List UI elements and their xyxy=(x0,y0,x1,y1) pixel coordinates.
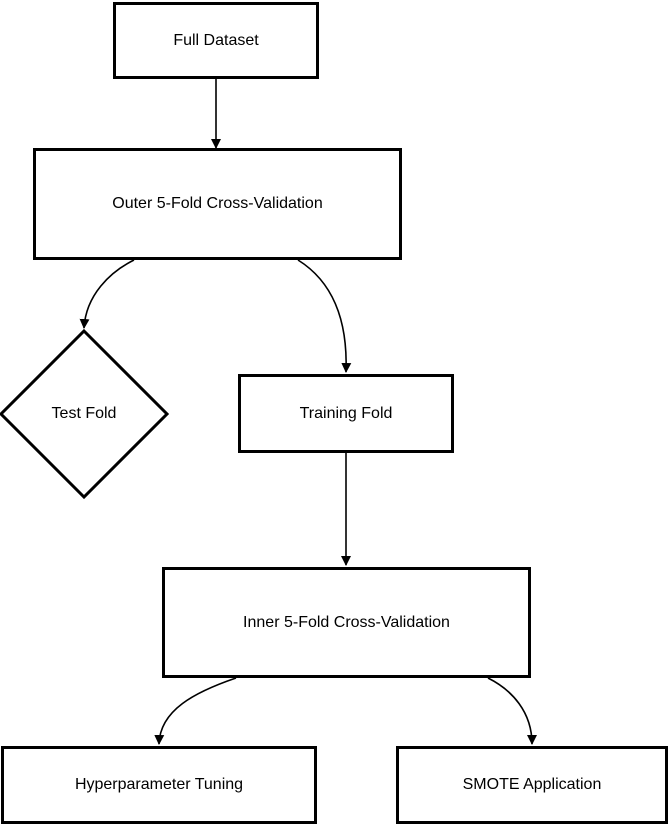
node-full-dataset: Full Dataset xyxy=(113,2,319,79)
edge-inner-cv-to-hyperparameter-tuning xyxy=(154,677,237,745)
node-outer-cv: Outer 5-Fold Cross-Validation xyxy=(33,148,402,260)
node-training-fold: Training Fold xyxy=(238,374,454,453)
edge-outer-cv-to-training-fold xyxy=(297,259,352,373)
node-inner-cv: Inner 5-Fold Cross-Validation xyxy=(162,567,531,678)
test-fold-diamond-shape xyxy=(0,328,170,500)
node-training-fold-label: Training Fold xyxy=(299,404,393,422)
node-inner-cv-label: Inner 5-Fold Cross-Validation xyxy=(243,613,450,631)
node-outer-cv-label: Outer 5-Fold Cross-Validation xyxy=(112,195,323,212)
node-hyperparameter-tuning: Hyperparameter Tuning xyxy=(1,746,317,824)
node-smote-application-label: SMOTE Application xyxy=(462,776,602,793)
node-full-dataset-label: Full Dataset xyxy=(173,31,259,49)
node-hyperparameter-tuning-label: Hyperparameter Tuning xyxy=(74,776,244,793)
edge-outer-cv-to-test-fold xyxy=(79,259,135,329)
edge-inner-cv-to-smote-application xyxy=(487,677,537,745)
node-test-fold-label: Test Fold xyxy=(51,405,117,422)
node-smote-application: SMOTE Application xyxy=(396,746,668,824)
